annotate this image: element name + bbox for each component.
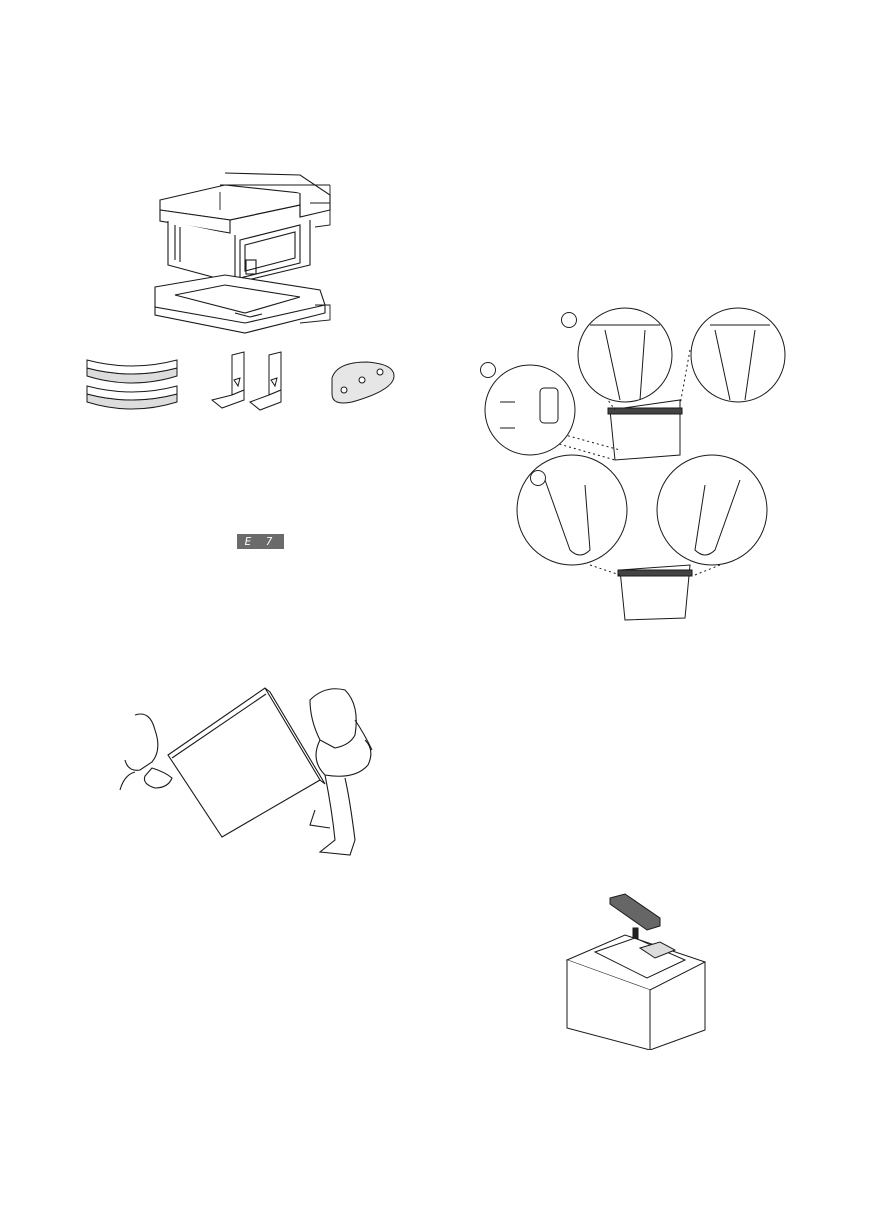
step-marker-2	[480, 362, 496, 378]
remove-cover-illustration	[555, 890, 715, 1050]
packaging-exploded-view	[150, 165, 350, 340]
step-marker-3	[530, 470, 546, 486]
step-marker-1	[561, 312, 577, 328]
accessory-parts	[82, 350, 402, 420]
error-code-display: E 7	[237, 534, 284, 549]
bracket-installation-diagram	[480, 300, 800, 630]
lifting-unit-illustration	[110, 680, 390, 860]
